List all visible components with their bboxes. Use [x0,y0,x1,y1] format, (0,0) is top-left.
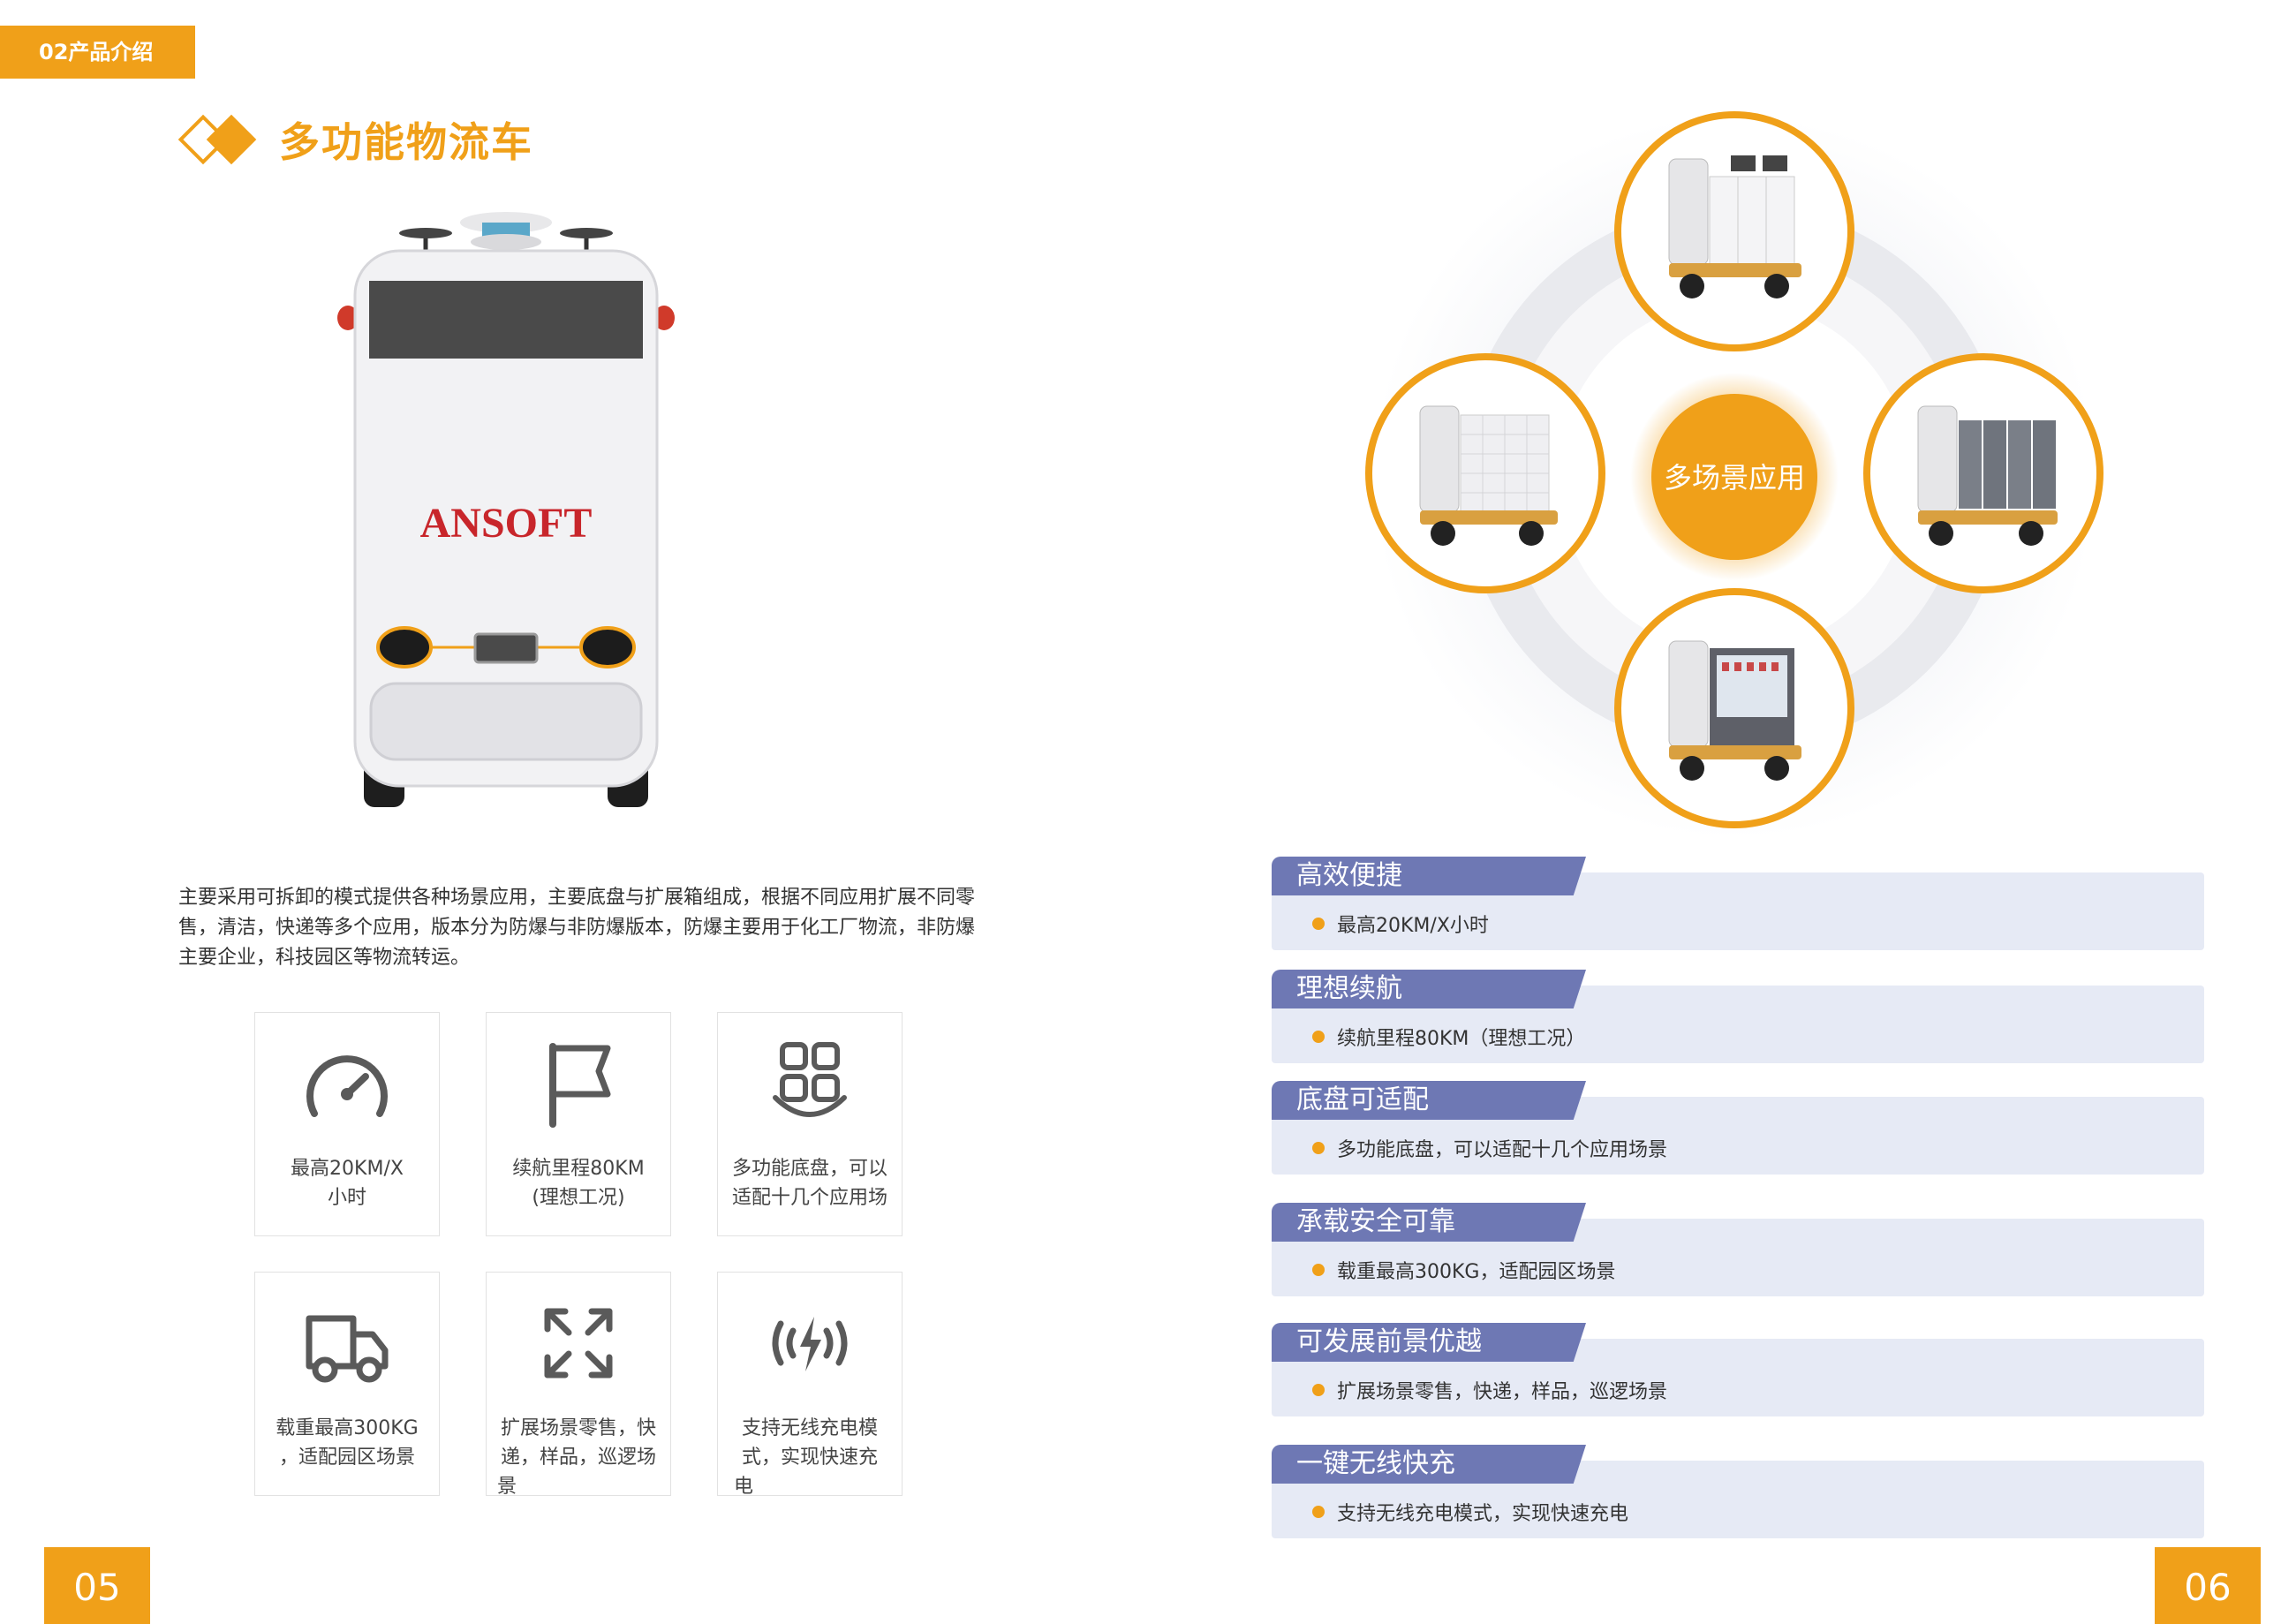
spec-title: 高效便捷 [1272,857,1586,895]
bullet-dot-icon [1312,1031,1325,1043]
spec-item-efficiency: 高效便捷 最高20KM/X小时 [1272,857,2204,950]
feature-card-chassis: 多功能底盘，可以适配十几个应用场 [717,1012,903,1236]
spec-title: 底盘可适配 [1272,1081,1586,1120]
spec-title: 一键无线快充 [1272,1445,1586,1484]
wireless-charge-icon [772,1317,848,1371]
feature-card-wireless: 支持无线充电模式，实现快速充电 [717,1272,903,1498]
feature-text-line: 多功能底盘，可以 [731,1158,887,1180]
bullet-dot-icon [1312,918,1325,930]
bullet-dot-icon [1312,1142,1325,1154]
spec-detail: 续航里程80KM（理想工况） [1337,1028,1586,1050]
scenario-recycle-bins [1863,353,2103,593]
feature-text-line: 电 [734,1476,754,1498]
expand-icon [544,1308,613,1379]
spec-detail: 扩展场景零售，快递，样品，巡逻场景 [1337,1381,1668,1403]
feature-text-line: ，适配园区场景 [278,1446,415,1469]
feature-text-line: 续航里程80KM [512,1158,645,1180]
feature-card-expand: 扩展场景零售，快递，样品，巡逻场景 [486,1272,671,1498]
feature-text-line: 式，实现快速充 [741,1446,878,1469]
spec-title: 可发展前景优越 [1272,1323,1586,1362]
feature-text-line: 适配十几个应用场 [731,1187,887,1209]
feature-card-range: 续航里程80KM (理想工况) [486,1012,671,1236]
feature-text-line: 最高20KM/X [291,1158,404,1180]
spec-item-range: 理想续航 续航里程80KM（理想工况） [1272,970,2204,1063]
robot-brand-logo: ANSOFT [420,500,593,547]
spec-item-wireless: 一键无线快充 支持无线充电模式，实现快速充电 [1272,1445,2204,1538]
page-title-text: 多功能物流车 [279,118,533,166]
page-number-left: 05 [44,1547,150,1624]
modules-icon [773,1042,847,1117]
bullet-dot-icon [1312,1264,1325,1276]
truck-icon [306,1315,389,1383]
page-title: 多功能物流车 [177,111,533,168]
page-number-right: 06 [2155,1547,2261,1624]
feature-card-load: 载重最高300KG ，适配园区场景 [254,1272,440,1496]
feature-text-line: 景 [497,1476,517,1498]
spec-item-load: 承载安全可靠 载重最高300KG，适配园区场景 [1272,1203,2204,1296]
spec-detail: 支持无线充电模式，实现快速充电 [1337,1503,1629,1525]
intro-paragraph: 主要采用可拆卸的模式提供各种场景应用，主要底盘与扩展箱组成，根据不同应用扩展不同… [178,887,976,969]
feature-card-speed: 最高20KM/X 小时 [254,1012,440,1236]
scenario-express-locker [1365,353,1605,593]
spec-title: 理想续航 [1272,970,1586,1008]
logistics-robot-image: ANSOFT [337,212,675,807]
spec-item-prospect: 可发展前景优越 扩展场景零售，快递，样品，巡逻场景 [1272,1323,2204,1416]
feature-text-line: 小时 [327,1187,366,1209]
spec-detail: 多功能底盘，可以适配十几个应用场景 [1337,1139,1668,1161]
bullet-dot-icon [1312,1384,1325,1396]
scenario-diagram: 多场景应用 [1365,111,2103,839]
feature-text-line: 递，样品，巡逻场 [500,1446,656,1469]
flag-icon [549,1043,611,1128]
feature-text-line: 扩展场景零售，快 [500,1417,656,1439]
center-label: 多场景应用 [1664,461,1805,495]
bullet-dot-icon [1312,1506,1325,1518]
scenario-retail-cabinet [1614,111,1854,351]
feature-text-line: 支持无线充电模 [741,1417,878,1439]
feature-text-line: 载重最高300KG [276,1417,419,1439]
diamond-bullet-icon [177,111,261,168]
section-tag: 02产品介绍 [0,26,195,79]
spec-detail: 最高20KM/X小时 [1337,915,1489,937]
speedometer-icon [306,1055,388,1117]
scenario-vending [1614,588,1854,828]
spec-title: 承载安全可靠 [1272,1203,1586,1242]
spec-detail: 载重最高300KG，适配园区场景 [1337,1261,1616,1283]
feature-text-line: (理想工况) [532,1187,625,1209]
spec-item-chassis: 底盘可适配 多功能底盘，可以适配十几个应用场景 [1272,1081,2204,1175]
